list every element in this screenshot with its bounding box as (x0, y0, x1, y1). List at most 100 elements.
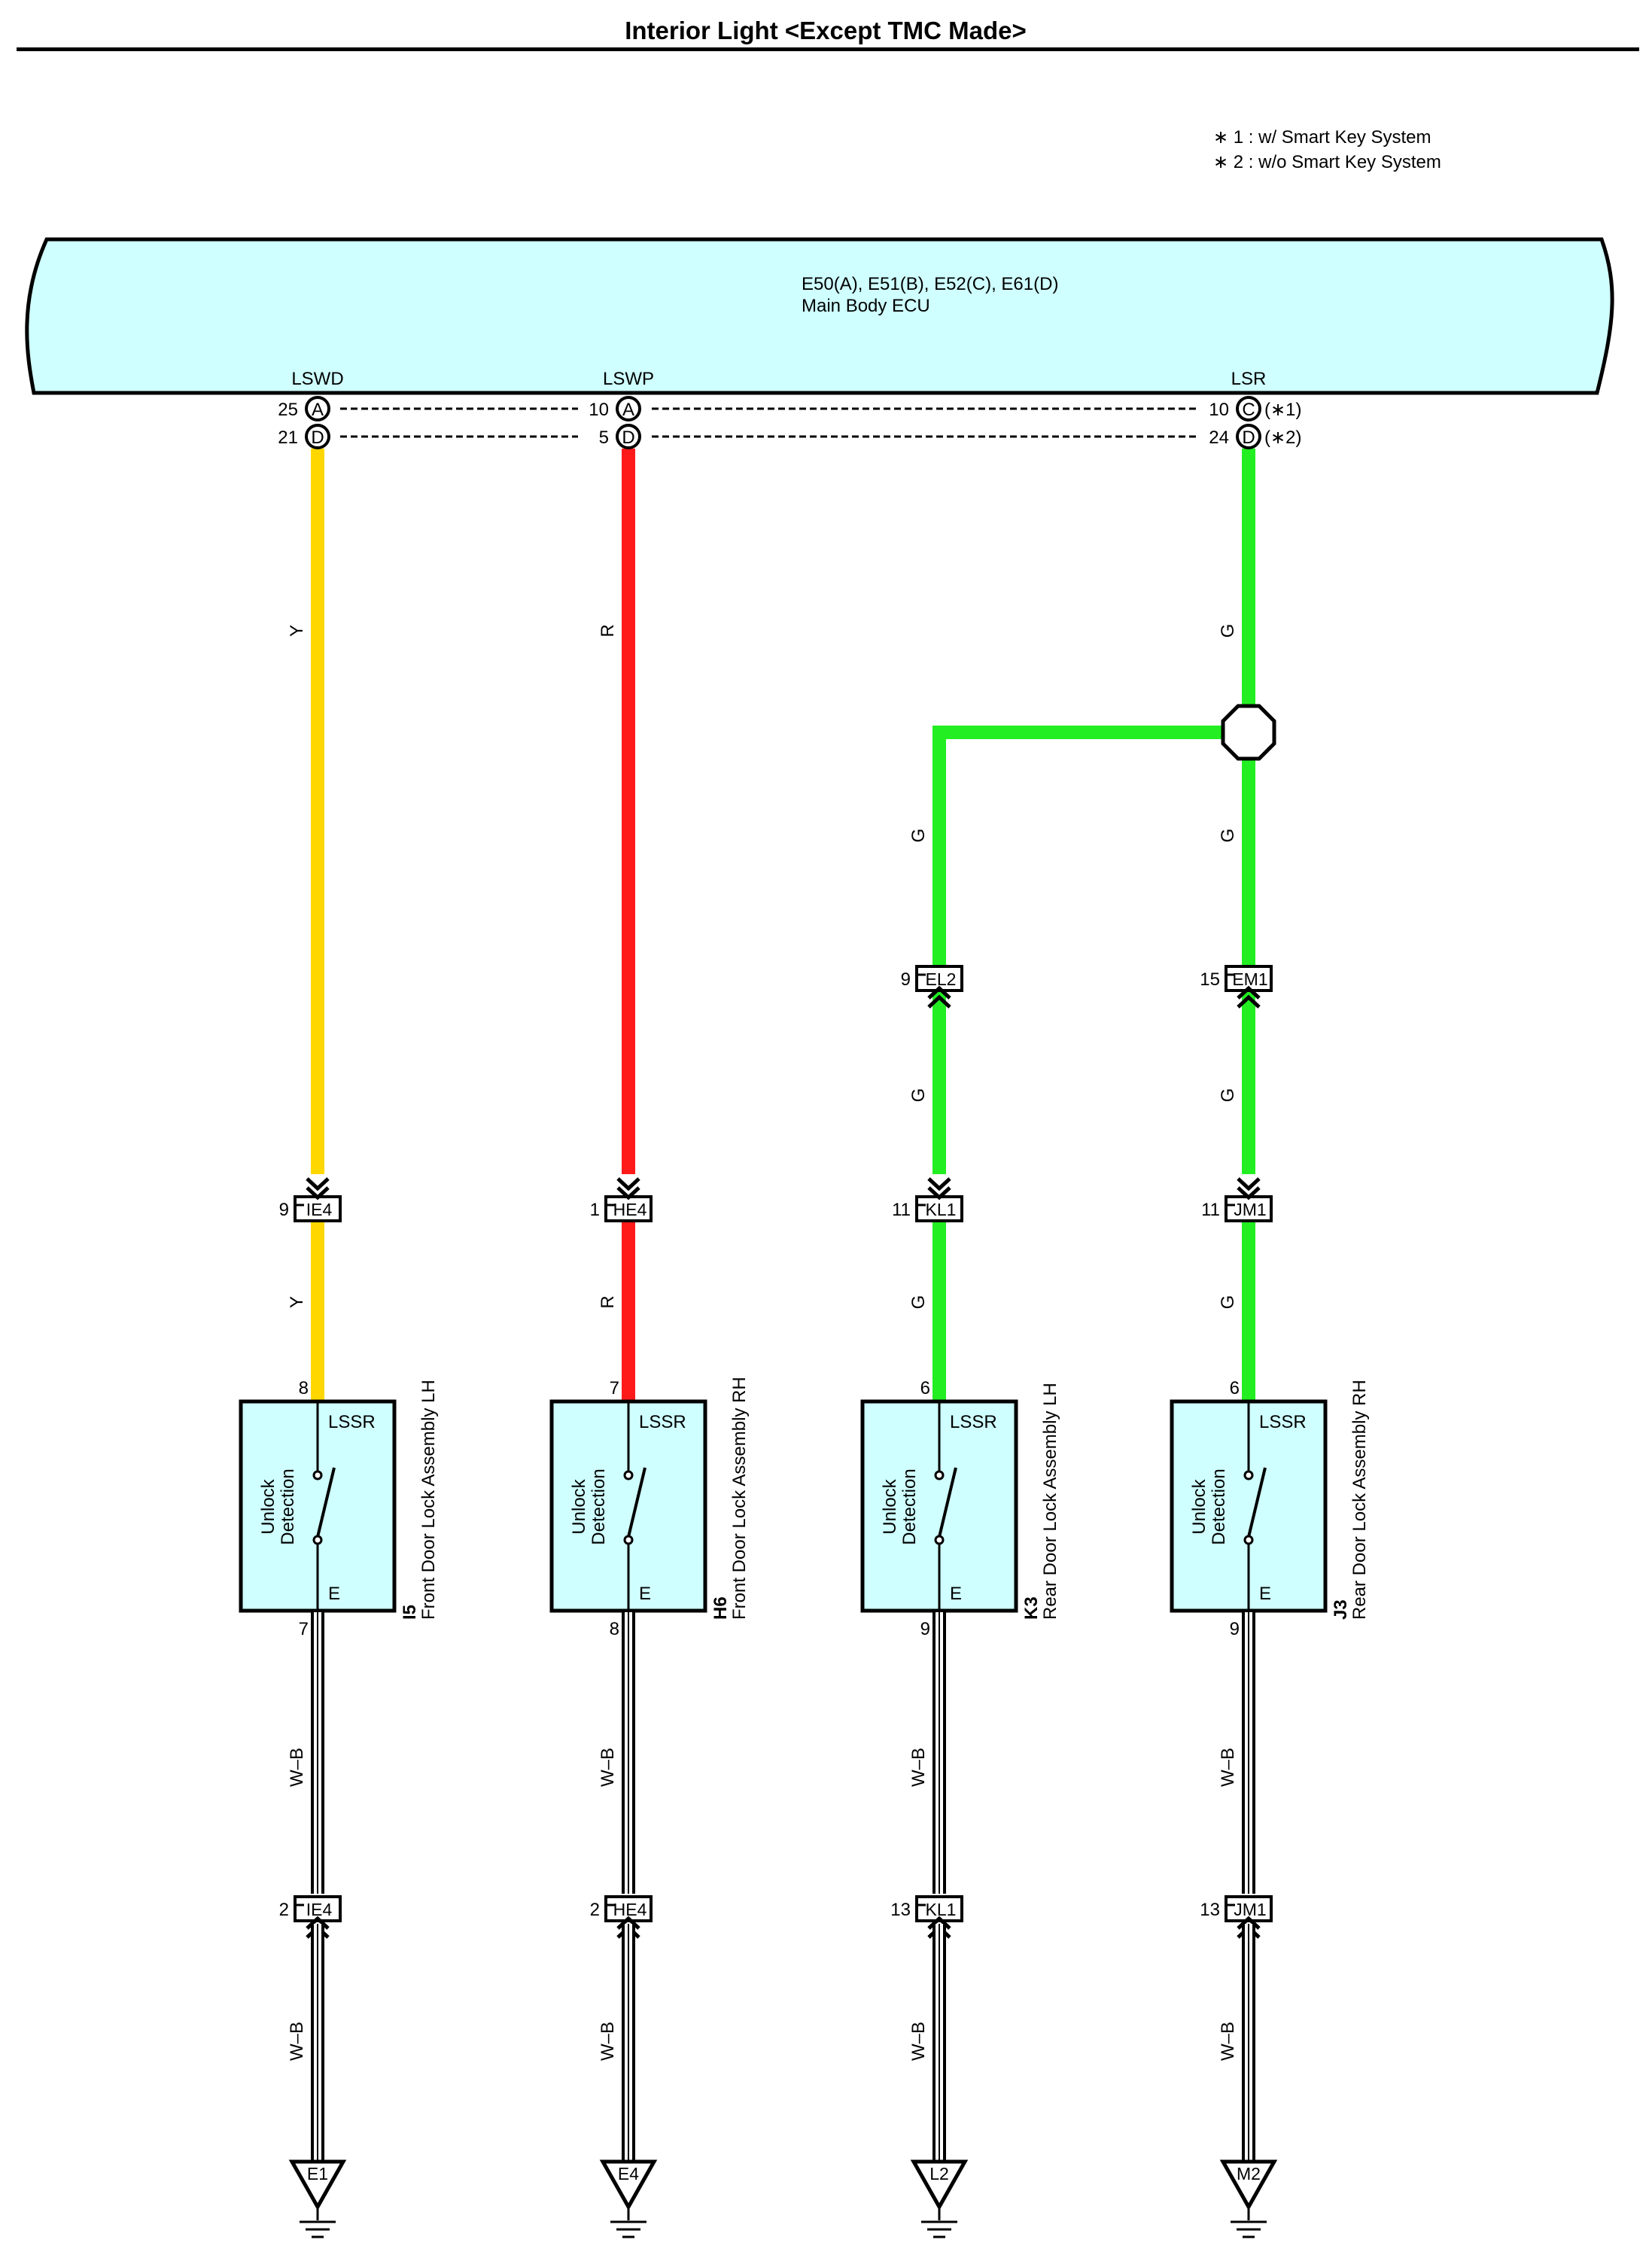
component-terminal-bottom: E (328, 1584, 340, 1604)
component-pin-bottom: 8 (610, 1619, 619, 1639)
component-name: Front Door Lock Assembly RH (729, 1377, 750, 1620)
pin-circles (305, 396, 1261, 449)
svg-text:10: 10 (1209, 400, 1229, 420)
pin-note-2: (∗2) (1264, 428, 1301, 448)
svg-text:5: 5 (599, 428, 609, 448)
component-terminal-top: LSSR (639, 1412, 686, 1432)
component-pin-top: 7 (610, 1378, 619, 1398)
ecu-name: Main Body ECU (802, 296, 930, 316)
pin-note-1: (∗1) (1264, 400, 1301, 420)
chevron-mark (306, 1916, 330, 1930)
svg-text:D: D (311, 428, 324, 448)
svg-text:10: 10 (589, 400, 609, 420)
title-rule (17, 47, 1639, 51)
component-terminal-top: LSSR (950, 1412, 997, 1432)
svg-text:21: 21 (278, 428, 298, 448)
ground-label: E1 (307, 2164, 328, 2183)
connector-pin: 2 (279, 1900, 289, 1920)
connector-name: JM1 (1234, 1200, 1266, 1219)
connector-name: HE4 (613, 1900, 647, 1919)
ecu-box (25, 237, 1614, 395)
ground-label: L2 (929, 2164, 949, 2183)
wire-label: W–B (908, 1748, 929, 1787)
wire-label: W–B (598, 1748, 618, 1787)
terminal-lsr: LSR (1231, 369, 1267, 389)
wire-label: W–B (598, 2022, 618, 2061)
connector-pin: 11 (1201, 1200, 1220, 1220)
wire-label: W–B (287, 1748, 307, 1787)
terminal-lswp: LSWP (603, 369, 654, 389)
ecu-connectors: E50(A), E51(B), E52(C), E61(D) (802, 274, 1058, 294)
switch-contact (934, 1470, 945, 1480)
connector-pin: 13 (890, 1900, 911, 1920)
diagram-title: Interior Light <Except TMC Made> (625, 17, 1027, 44)
switch-blade (938, 1467, 957, 1538)
switch-blade (627, 1467, 647, 1538)
chevron-mark (1237, 1186, 1261, 1201)
connector-pin: 15 (1200, 969, 1220, 990)
component-terminal-bottom: E (950, 1584, 962, 1604)
wire-label: G (1218, 829, 1238, 843)
chevron-mark (616, 1177, 640, 1191)
component-pin-top: 8 (299, 1378, 309, 1398)
component-pin-top: 6 (1230, 1378, 1240, 1398)
wire-label: G (908, 1295, 929, 1310)
connector-pin: 9 (279, 1200, 289, 1220)
component-pin-bottom: 9 (920, 1619, 930, 1639)
svg-text:A: A (622, 400, 634, 420)
connector-name: HE4 (613, 1200, 647, 1219)
switch-label: Detection (589, 1468, 609, 1544)
wire-label: G (1218, 624, 1238, 638)
svg-text:D: D (622, 428, 634, 448)
component-code: J3 (1331, 1599, 1351, 1620)
svg-text:24: 24 (1209, 428, 1229, 448)
connector-name: KL1 (926, 1200, 957, 1219)
switch-label: Detection (899, 1468, 920, 1544)
component-name: Rear Door Lock Assembly RH (1349, 1380, 1370, 1620)
chevron-mark (616, 1186, 640, 1201)
component-name: Rear Door Lock Assembly LH (1040, 1383, 1060, 1620)
wire-label: R (598, 624, 618, 637)
junction-splice (1221, 704, 1276, 761)
switch-contact (1243, 1535, 1254, 1545)
switch-contact (934, 1535, 945, 1545)
component-code: I5 (400, 1605, 420, 1620)
component-name: Front Door Lock Assembly LH (418, 1380, 439, 1620)
chevron-mark (1237, 985, 1261, 1000)
component-terminal-bottom: E (639, 1584, 651, 1604)
svg-text:C: C (1242, 400, 1255, 420)
wire-label: W–B (908, 2022, 929, 2061)
connector-pin: 13 (1200, 1900, 1220, 1920)
connector-name: IE4 (306, 1900, 333, 1919)
chevron-mark (1237, 1916, 1261, 1930)
chevron-mark (616, 1916, 640, 1930)
switch-contact (312, 1535, 323, 1545)
component-code: K3 (1021, 1596, 1042, 1620)
chevron-mark (927, 994, 951, 1009)
component-code: H6 (710, 1596, 731, 1620)
switch-contact (623, 1535, 634, 1545)
component-pin-bottom: 9 (1230, 1619, 1240, 1639)
pin-numbers: 25 21 10 5 10 24 (278, 400, 1229, 448)
wire-label: Y (287, 625, 307, 637)
wire-label: W–B (287, 2022, 307, 2061)
wire-label: R (598, 1295, 618, 1308)
wire-label: Y (287, 1296, 307, 1308)
ground-triangle (910, 2159, 969, 2211)
switch-blade (1247, 1467, 1267, 1538)
ground-triangle (1219, 2159, 1278, 2211)
ground-triangle (288, 2159, 347, 2211)
connector-box (604, 1195, 653, 1222)
connector-pin: 11 (892, 1200, 911, 1220)
wire-label: W–B (1218, 2022, 1238, 2061)
wire-label: G (908, 829, 929, 843)
connector-pin: 1 (590, 1200, 600, 1220)
wire-label: G (908, 1088, 929, 1103)
svg-text:D: D (1242, 428, 1255, 448)
switch-label: Unlock (258, 1478, 278, 1534)
wire-label: G (1218, 1295, 1238, 1310)
